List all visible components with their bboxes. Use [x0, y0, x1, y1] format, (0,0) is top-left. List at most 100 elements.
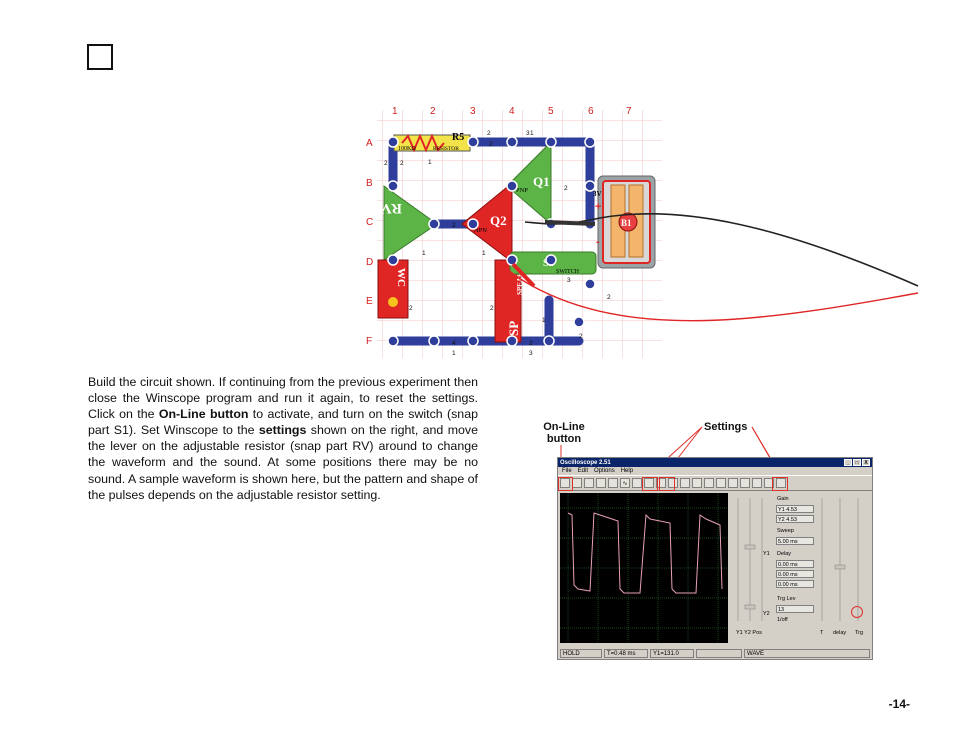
r5-value: 100KΩ [398, 146, 416, 152]
sweep-field[interactable]: 5.00 ms [776, 537, 814, 545]
trg-label: Trg Lev [777, 596, 796, 602]
sine-wave-icon[interactable]: ∿ [620, 478, 630, 488]
online-callout: On-Line button [543, 421, 585, 445]
svg-text:3: 3 [567, 277, 571, 284]
svg-text:3: 3 [526, 130, 530, 137]
b1-label: B1 [621, 218, 632, 228]
svg-text:2: 2 [607, 294, 611, 301]
menu-file[interactable]: File [562, 468, 572, 474]
trg-field[interactable]: 13 [776, 605, 814, 613]
svg-text:2: 2 [579, 333, 583, 340]
toolbar-button[interactable] [584, 478, 594, 488]
minimize-button[interactable]: _ [844, 459, 852, 466]
wc-part [377, 259, 409, 319]
delay-field-2[interactable]: 0.00 ms [776, 570, 814, 578]
svg-text:3: 3 [529, 350, 533, 357]
toolbar-button[interactable] [680, 478, 690, 488]
row-label: F [366, 336, 372, 347]
toolbar-button[interactable] [632, 478, 642, 488]
col-label: 3 [470, 106, 476, 117]
close-button[interactable]: X [862, 459, 870, 466]
menu-help[interactable]: Help [620, 468, 634, 474]
b1-voltage: 3V [593, 190, 602, 198]
toolbar-button[interactable] [776, 478, 786, 488]
online-button-ref: On-Line button [158, 407, 249, 422]
svg-text:2: 2 [487, 130, 491, 137]
status-time: T=0.48 ms [604, 649, 648, 658]
b1-plus: + [595, 201, 601, 213]
page-number: -14- [888, 697, 910, 711]
row-label: A [366, 138, 373, 149]
sp-label: SP [506, 321, 521, 336]
svg-text:1: 1 [452, 350, 456, 357]
toolbar-button[interactable] [644, 478, 654, 488]
col-label: 5 [548, 106, 554, 117]
col-label: 6 [588, 106, 594, 117]
toolbar-button[interactable] [728, 478, 738, 488]
s1-name: SWITCH [556, 269, 580, 275]
delay-field-3[interactable]: 0.00 ms [776, 580, 814, 588]
svg-text:4: 4 [452, 340, 456, 347]
status-y1: Y1=131.0 [650, 649, 694, 658]
slider-tracks [737, 498, 859, 621]
b1-minus: - [596, 236, 600, 248]
gain-y1[interactable]: Y1 4.53 [776, 505, 814, 513]
toolbar-button[interactable] [692, 478, 702, 488]
status-blank [696, 649, 742, 658]
toolbar-button[interactable] [716, 478, 726, 488]
settings-highlight-1 [642, 477, 658, 491]
svg-text:2: 2 [452, 222, 456, 229]
svg-text:1: 1 [422, 250, 426, 257]
toolbar-button[interactable] [764, 478, 774, 488]
scope-screen [560, 493, 728, 643]
q2-type: NPN [474, 227, 487, 234]
toolbar-button[interactable] [704, 478, 714, 488]
rv-label: RV [381, 200, 402, 216]
delay-field-1[interactable]: 0.00 ms [776, 560, 814, 568]
sweep-label: Sweep [777, 528, 794, 534]
delay-slider-label: delay [833, 630, 847, 636]
toolbar-button[interactable] [572, 478, 582, 488]
online-button[interactable] [560, 478, 570, 488]
toolbar-button[interactable] [740, 478, 750, 488]
row-label: C [366, 217, 373, 228]
toolbar-button[interactable] [752, 478, 762, 488]
maximize-button[interactable]: □ [853, 459, 861, 466]
toolbar-button[interactable] [668, 478, 678, 488]
scope-menubar: File Edit Options Help [558, 467, 872, 475]
svg-text:2: 2 [384, 160, 388, 167]
status-wave: WAVE [744, 649, 870, 658]
waveform-trace [567, 512, 723, 594]
menu-options[interactable]: Options [594, 468, 615, 474]
scope-toolbar: ∿ [558, 475, 872, 491]
gain-y2[interactable]: Y2 4.53 [776, 515, 814, 523]
r5-name: RESISTOR [433, 146, 459, 152]
wc-label: WC [395, 268, 407, 287]
svg-text:2: 2 [409, 305, 413, 312]
settings-highlight-3 [772, 477, 788, 491]
row-label: D [366, 257, 373, 268]
menu-edit[interactable]: Edit [577, 468, 589, 474]
oscilloscope-window: Oscilloscope 2.51 _ □ X File Edit Option… [557, 457, 873, 660]
toolbar-button[interactable] [608, 478, 618, 488]
svg-text:2: 2 [489, 141, 493, 148]
trg-mode: 1/off [777, 617, 788, 623]
q1-type: PNP [516, 187, 528, 194]
scope-titlebar: Oscilloscope 2.51 _ □ X [558, 458, 872, 467]
svg-text:1: 1 [482, 250, 486, 257]
t-slider-label: T [820, 630, 824, 636]
status-hold: HOLD [560, 649, 602, 658]
experiment-checkbox[interactable] [87, 44, 113, 70]
instructions-text: Build the circuit shown. If continuing f… [88, 375, 478, 502]
y1-slider-label: Y1 [763, 551, 770, 557]
gain-label: Gain [777, 496, 789, 502]
svg-text:1: 1 [530, 130, 534, 137]
toolbar-button[interactable] [656, 478, 666, 488]
col-label: 4 [509, 106, 515, 117]
q1-label: Q1 [533, 174, 550, 189]
waveform-display [560, 493, 728, 643]
circuit-diagram: 1 2 3 4 5 6 7 A B C D E F R5 100KΩ RESIS… [362, 100, 662, 365]
trg-slider-label: Trg [855, 630, 864, 636]
scope-statusbar: HOLD T=0.48 ms Y1=131.0 WAVE [558, 648, 872, 659]
toolbar-button[interactable] [596, 478, 606, 488]
